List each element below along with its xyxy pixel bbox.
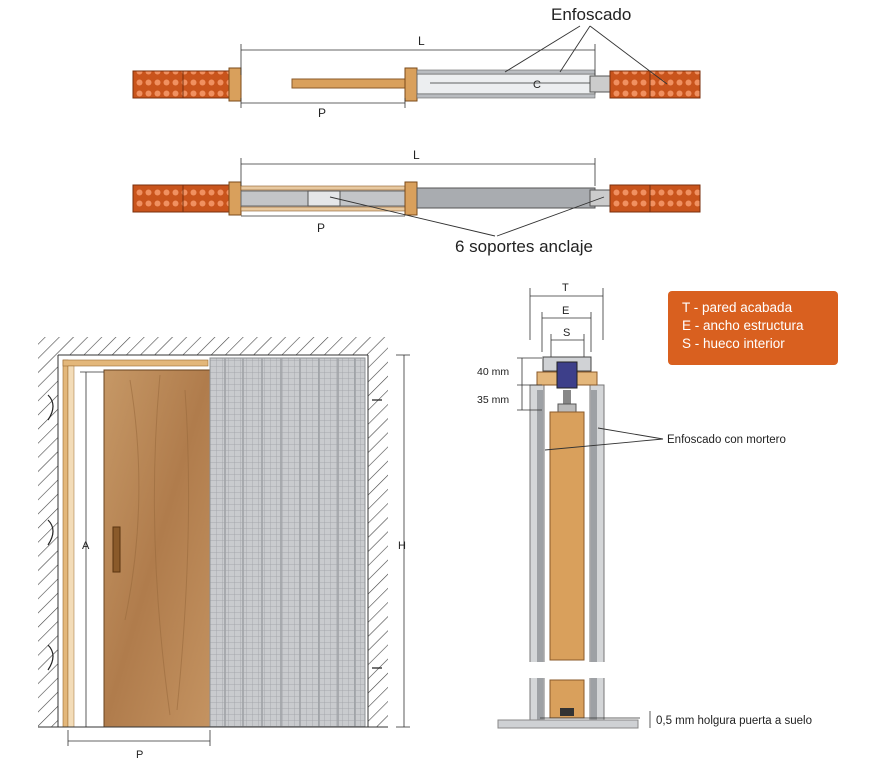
left-wall-hatch (38, 337, 58, 727)
dim-P-top: P (318, 106, 326, 120)
metal-cassette (209, 357, 366, 728)
legend-item-E: E - ancho estructura (682, 318, 804, 333)
rear-bracket (589, 75, 613, 93)
dim-35mm: 35 mm (477, 394, 509, 406)
floor (497, 719, 639, 729)
dim-E: E (562, 305, 569, 317)
label-holgura: 0,5 mm holgura puerta a suelo (656, 715, 812, 727)
dim-40mm: 40 mm (477, 366, 509, 378)
label-soportes: 6 soportes anclaje (455, 237, 593, 256)
top-plan-view: L P C Enfoscado (132, 5, 701, 120)
dim-L-mid: L (413, 148, 420, 162)
left-jamb (228, 67, 242, 102)
legend-item-S: S - hueco interior (682, 336, 785, 351)
trolley (556, 361, 578, 389)
front-elevation: A H P (38, 337, 410, 761)
dim-T: T (562, 282, 569, 294)
dim-C: C (533, 79, 541, 91)
ceiling-hatch (38, 337, 388, 355)
brick-wall-right-mid (609, 184, 701, 213)
dim-A: A (82, 540, 90, 552)
label-enfoscado: Enfoscado (551, 5, 631, 24)
legend-item-T: T - pared acabada (682, 300, 793, 315)
cassette-mid (416, 187, 596, 209)
cassette-frame (416, 73, 596, 95)
door-slab-section (549, 411, 585, 661)
oak-door (103, 369, 211, 728)
door-handle (112, 526, 121, 573)
dim-S: S (563, 327, 570, 339)
legend-box: T - pared acabada E - ancho estructura S… (668, 291, 838, 365)
dim-P-mid: P (317, 221, 325, 235)
label-enfoscado-mortero: Enfoscado con mortero (667, 434, 786, 446)
cassette-jamb (404, 67, 418, 102)
anchor-bracket (307, 190, 341, 207)
middle-plan-view: L P 6 soportes anclaje (132, 148, 701, 256)
dim-L-top: L (418, 34, 425, 48)
cross-section: T E S 40 mm 35 mm (477, 282, 812, 729)
dim-H: H (398, 540, 406, 552)
right-wall-hatch (368, 337, 388, 727)
dim-P-elev: P (136, 749, 143, 761)
